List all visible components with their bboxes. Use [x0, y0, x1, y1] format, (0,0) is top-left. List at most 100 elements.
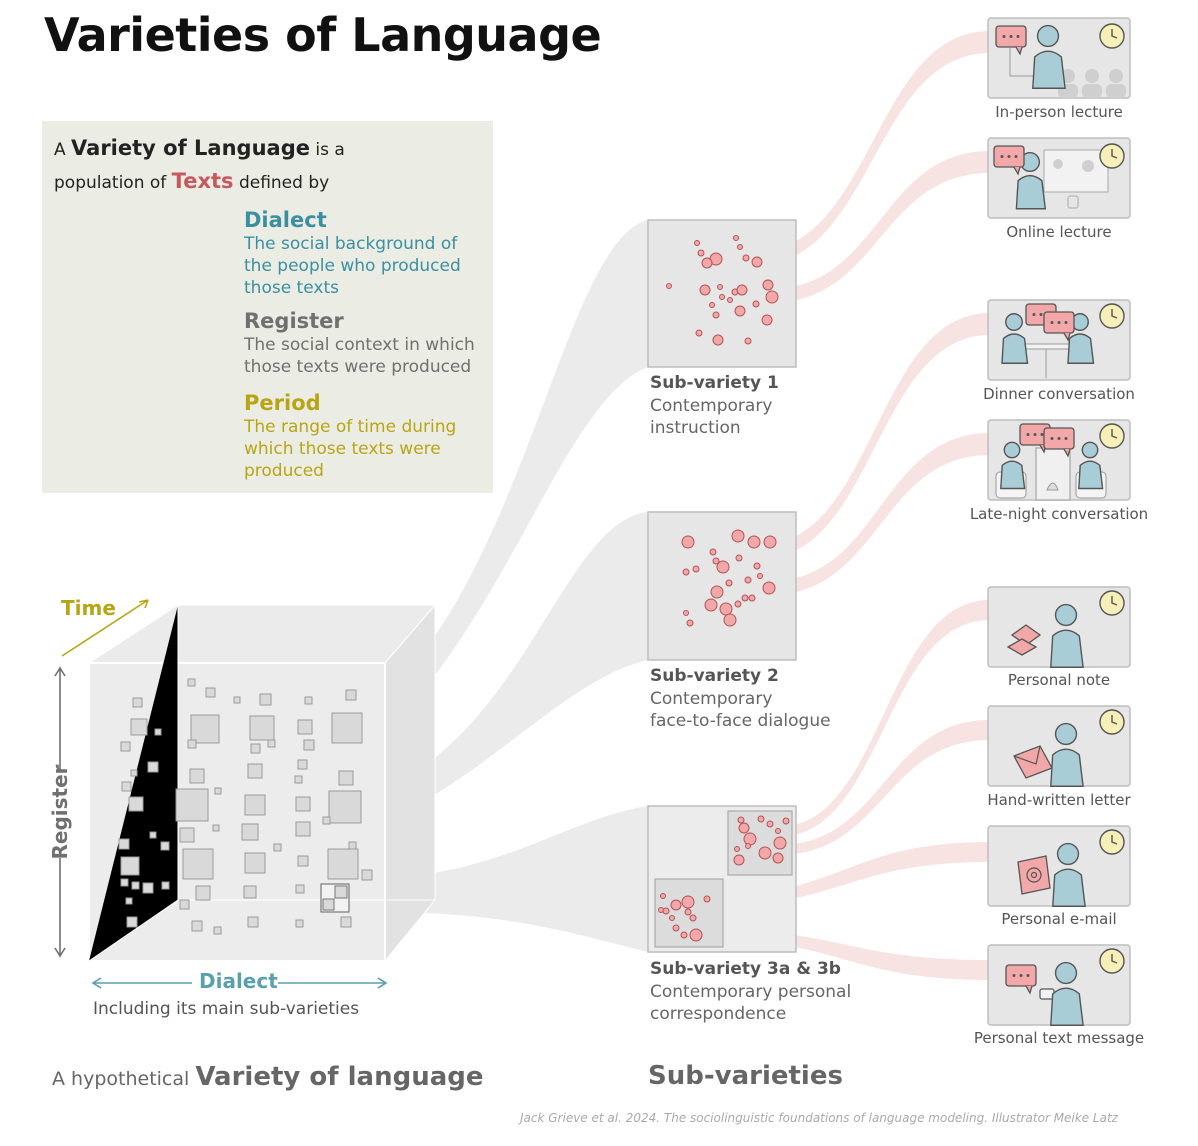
text-dot [733, 854, 745, 866]
scene-card [987, 944, 1131, 1026]
text-dot [747, 535, 761, 549]
cube-text-square [120, 741, 131, 752]
cube-text-square [118, 838, 130, 850]
cube-text-square [179, 899, 190, 910]
text-dot [672, 924, 680, 932]
variety-cube [87, 603, 437, 963]
cube-text-square [187, 678, 196, 687]
text-dot [762, 581, 776, 595]
scene-card [987, 825, 1131, 907]
person-body [1050, 748, 1084, 787]
scene-label: Personal text message [973, 1029, 1145, 1047]
speech-dot [1026, 974, 1030, 977]
cube-text-square [160, 841, 170, 851]
text-dot [697, 249, 705, 257]
lecture-icon [995, 23, 1126, 98]
lecture-board [1009, 48, 1034, 77]
phone-message-icon [1005, 948, 1125, 1026]
speech-dot [1000, 155, 1004, 158]
person-body [1050, 629, 1084, 668]
pink-flow [778, 720, 990, 855]
text-dot [761, 314, 773, 326]
pink-flow [778, 600, 990, 837]
text-dot [709, 548, 717, 556]
person-body [1000, 460, 1026, 490]
text-dot [743, 832, 757, 846]
cube-text-square [125, 897, 133, 905]
cube-text-square [250, 743, 261, 754]
scene-cards [987, 17, 1131, 1026]
section-title-variety: A hypothetical Variety of language [52, 1062, 484, 1092]
text-dot [775, 828, 781, 834]
text-dot [745, 843, 751, 849]
speech-bubble-tail [1063, 448, 1071, 458]
credit-line: Jack Grieve et al. 2024. The sociolingui… [520, 1111, 1118, 1125]
cube-text-square [247, 916, 259, 928]
speech-dot [1057, 321, 1061, 324]
cube-text-square [322, 816, 331, 825]
speech-dot [1032, 313, 1036, 316]
text-dot [772, 852, 784, 864]
scene-label: Online lecture [1006, 223, 1112, 241]
person-body [1032, 50, 1066, 89]
text-dot [733, 235, 739, 241]
speech-dot [1014, 155, 1018, 158]
text-dot [666, 283, 672, 289]
cube-text-square [175, 788, 209, 822]
text-dot [683, 610, 689, 616]
cube-text-square [120, 856, 140, 876]
speech-dot [1009, 35, 1013, 38]
cube-text-square [191, 920, 203, 932]
person-body [1001, 333, 1029, 364]
text-dot [684, 908, 692, 916]
subvariety-text-dots [658, 235, 790, 942]
cube-to-subvariety-flows [350, 220, 648, 952]
variety-term: Variety of Language [71, 136, 310, 160]
cube-text-square [182, 848, 214, 880]
text-dot [744, 337, 752, 345]
cube-text-square [295, 919, 304, 928]
subvariety-1-label: Sub-variety 1 Contemporary instruction [650, 373, 779, 438]
cube-text-square [338, 770, 354, 786]
envelope-flap [1013, 745, 1041, 765]
texts-term: Texts [171, 169, 234, 193]
text-dot [689, 928, 703, 942]
speech-dot [1050, 437, 1054, 440]
clock-hands [1111, 309, 1118, 319]
note-icon [1006, 590, 1125, 668]
cube-text-square [327, 848, 359, 880]
text-dot [782, 817, 790, 825]
text-dot [710, 585, 724, 599]
person-body [1015, 174, 1047, 210]
cube-text-square [187, 739, 197, 749]
text-dot [723, 613, 737, 627]
text-dot [735, 554, 743, 562]
pink-flow [700, 842, 990, 907]
clock-hands [1111, 835, 1118, 845]
cube-text-square [247, 763, 263, 779]
audience-head [1109, 69, 1123, 83]
text-dot [751, 256, 763, 268]
subvariety-panels [647, 219, 797, 953]
cube-text-square [297, 719, 313, 735]
clock-hands [1111, 596, 1118, 606]
clock-hands [1111, 429, 1118, 439]
clock-hands [1111, 715, 1118, 725]
dinner-table [1023, 343, 1073, 350]
text-dot [719, 294, 725, 300]
definition-box: A Variety of Language is a population of… [42, 121, 493, 493]
cube-text-square [126, 916, 138, 928]
cube-caption: Including its main sub-varieties [93, 999, 360, 1019]
text-dot [670, 899, 682, 911]
at-sign-center [1030, 871, 1038, 879]
dimension-dialect: Dialect The social background of the peo… [244, 208, 461, 298]
dinner-icon [1001, 303, 1125, 378]
text-dot [680, 931, 688, 939]
dimension-register: Register The social context in which tho… [244, 309, 475, 377]
text-dot [701, 257, 713, 269]
cube-text-square [212, 824, 220, 832]
cube-text-square [120, 878, 129, 887]
speech-dot [1007, 155, 1011, 158]
cube-text-square [348, 841, 357, 850]
text-dot [736, 284, 748, 296]
